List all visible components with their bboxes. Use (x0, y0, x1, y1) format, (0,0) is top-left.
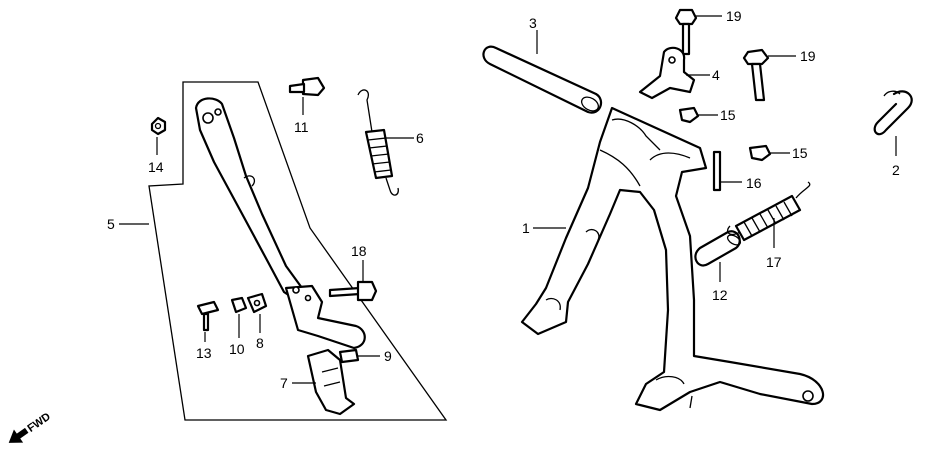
callout-12: 12 (712, 287, 728, 303)
callout-6: 6 (416, 130, 424, 146)
callout-13: 13 (196, 345, 212, 361)
part-10-washer (230, 296, 248, 314)
callout-8: 8 (256, 335, 264, 351)
callout-5: 5 (107, 216, 115, 232)
part-19-bolt-upper (674, 8, 698, 56)
fwd-label: FWD (25, 411, 52, 435)
part-5-side-stand (194, 97, 366, 350)
callout-16: 16 (746, 175, 762, 191)
callout-19-a: 19 (726, 8, 742, 24)
part-4-bracket (638, 46, 696, 100)
part-16-cotter-pin (712, 150, 722, 192)
callout-1: 1 (522, 220, 530, 236)
callout-19-b: 19 (800, 48, 816, 64)
part-3-pivot-pipe (482, 45, 603, 114)
callout-7: 7 (280, 375, 288, 391)
callout-2: 2 (892, 162, 900, 178)
callout-14: 14 (148, 159, 164, 175)
assembly-outline-5 (148, 81, 448, 421)
part-1-main-stand (520, 106, 825, 412)
part-17-spring (726, 181, 811, 242)
callout-15-b: 15 (792, 145, 808, 161)
callout-17: 17 (766, 254, 782, 270)
callout-4: 4 (712, 67, 720, 83)
callout-10: 10 (229, 341, 245, 357)
callout-11: 11 (294, 119, 309, 135)
part-6-spring (357, 89, 399, 196)
part-18-bolt (328, 280, 378, 302)
part-9-pin (338, 348, 360, 364)
part-7-rubber-pad (306, 348, 356, 416)
part-12-pin (694, 230, 742, 267)
part-11-bolt (288, 76, 326, 97)
part-13-bolt (196, 300, 220, 332)
part-19-bolt-right (742, 48, 770, 102)
fwd-direction-indicator: FWD (8, 411, 53, 443)
part-2-hook (873, 90, 913, 136)
callout-18: 18 (351, 243, 367, 259)
callout-3: 3 (529, 15, 537, 31)
part-15-nut-upper (678, 106, 700, 124)
fwd-arrow-icon (8, 427, 29, 443)
part-8-collar (246, 292, 268, 314)
part-15-nut-right (748, 144, 772, 162)
callout-9: 9 (384, 348, 392, 364)
callout-15-a: 15 (720, 107, 736, 123)
part-14-nut (150, 116, 167, 136)
